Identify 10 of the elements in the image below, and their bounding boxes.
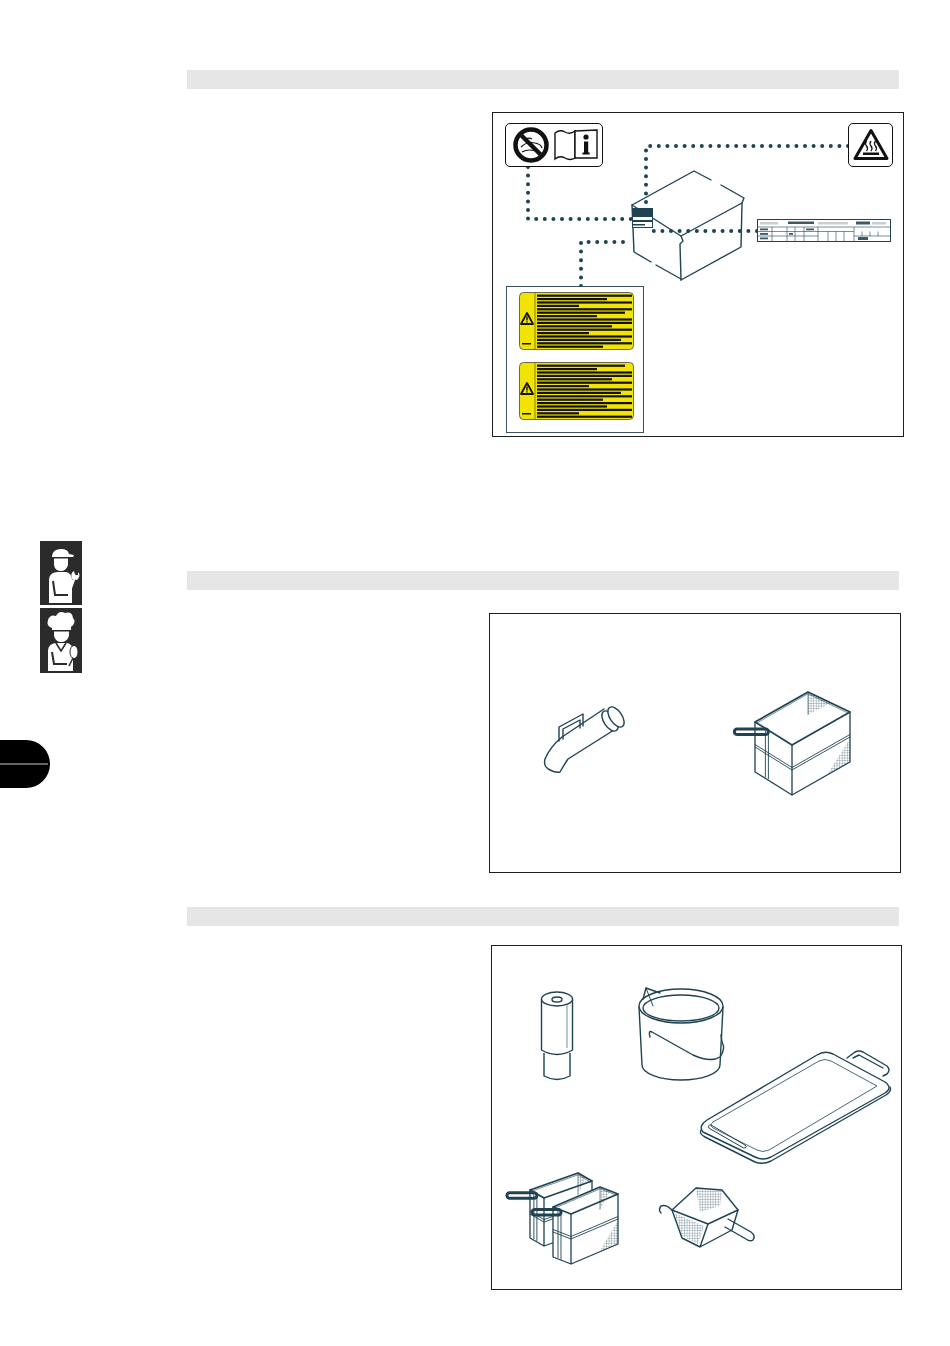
leader-line [526,165,634,221]
hot-surface-sign [848,123,893,167]
label-sticker [632,208,653,228]
section-bar [187,571,899,590]
section-bar [187,70,899,89]
warning-label-panel [506,286,644,433]
leader-line [651,229,759,233]
safety-sign [505,123,603,167]
section-bar [187,907,899,926]
rating-plate [757,219,891,242]
